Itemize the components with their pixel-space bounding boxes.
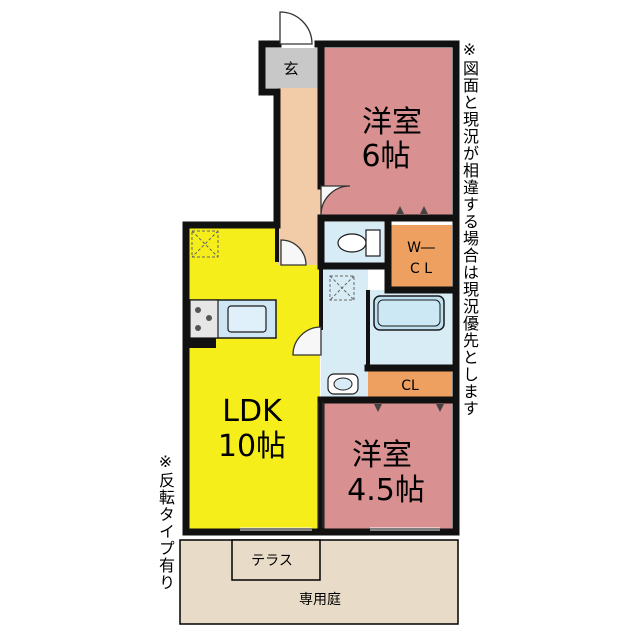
ldk-size: 10帖 — [218, 429, 286, 464]
ldk-floor — [186, 225, 320, 530]
western-room-1-floor — [321, 48, 452, 217]
western-room-2-name: 洋室 — [352, 438, 412, 473]
walk-in-closet-label-line2: C L — [410, 261, 432, 277]
kitchen-counter — [189, 299, 277, 339]
ventilation-mark-washroom — [329, 275, 355, 301]
door-swings — [279, 11, 351, 356]
sliding-doors — [240, 402, 440, 531]
entrance-floor — [265, 48, 321, 88]
western-room-1-size: 6帖 — [361, 139, 410, 174]
entrance-label: 玄 — [283, 60, 298, 78]
western-room-2-floor — [321, 402, 452, 530]
ldk-name: LDK — [222, 394, 283, 429]
walk-in-closet-floor — [390, 225, 452, 287]
western-room-2-size: 4.5帖 — [347, 473, 425, 508]
western-room-1-name: 洋室 — [362, 105, 422, 140]
hallway-floor — [277, 80, 321, 265]
reversed-type-note: ※反転タイプ有り — [156, 452, 175, 591]
closet-door-marks — [374, 206, 444, 412]
wash-basin-icon — [327, 373, 359, 395]
terrace-label: テラス — [251, 553, 293, 569]
closet-label: CL — [401, 378, 419, 394]
discrepancy-note: ※図面と現況が相違する場合は現況優先とします — [460, 40, 479, 417]
toilet-icon — [337, 229, 381, 257]
terrace-area — [231, 539, 321, 581]
closet-floor — [368, 370, 452, 400]
ventilation-mark-ldk — [191, 230, 219, 258]
walk-in-closet-label-line1: W― — [407, 240, 435, 256]
garden-label: 専用庭 — [299, 591, 341, 608]
